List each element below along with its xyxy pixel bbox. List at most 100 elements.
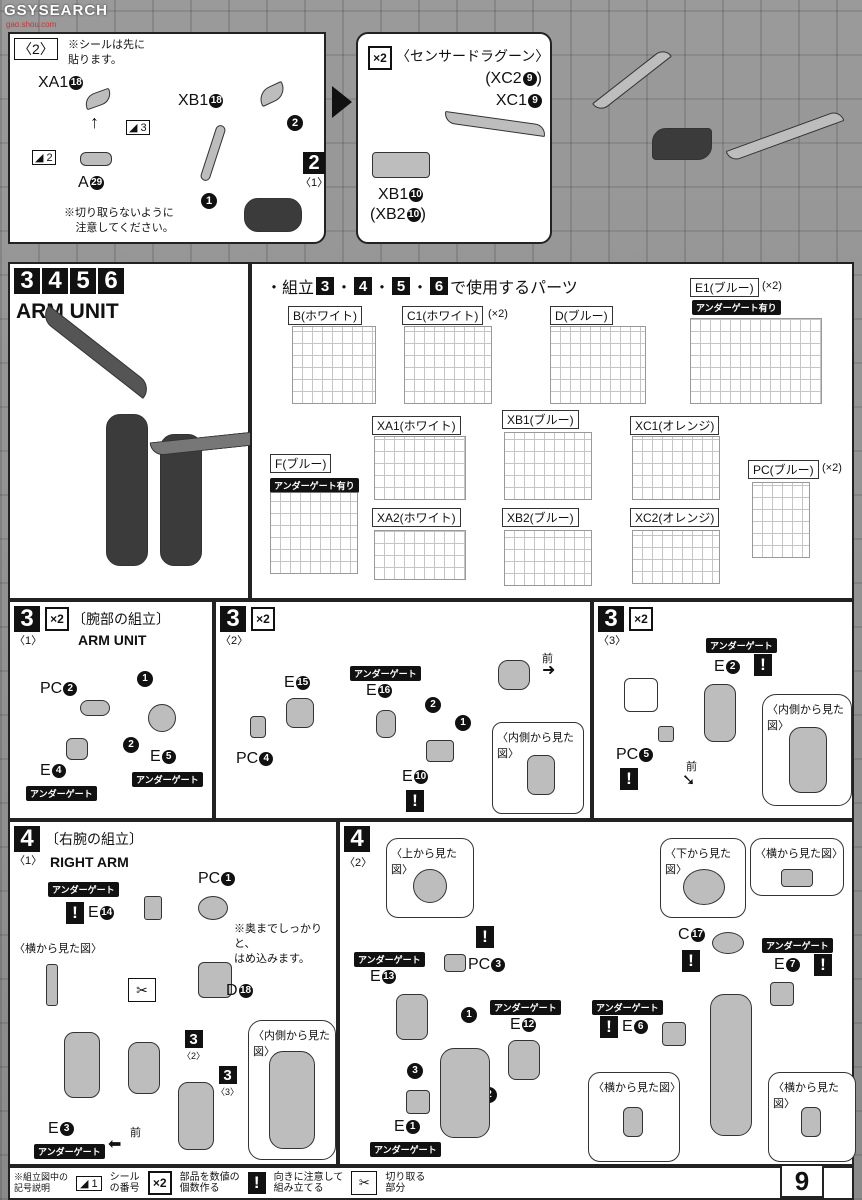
s43-warn-3-text: ! (600, 1016, 618, 1038)
s42-e13-part (396, 994, 428, 1040)
s31-pc-part (80, 700, 110, 716)
s31-x2: ×2 (45, 607, 69, 631)
s33-warn-2-text: ! (620, 768, 638, 790)
s43-side1-part (781, 869, 813, 887)
s41-e14-num: 14 (99, 905, 114, 920)
s33-main-part (704, 684, 736, 742)
part-xa1 (82, 87, 114, 111)
s32-e10-num: 10 (413, 769, 428, 784)
s42-pc-part (444, 954, 466, 972)
sprue-e1-note: アンダーゲート有り (692, 298, 781, 316)
sprue-label-b: B(ホワイト) (288, 306, 362, 325)
sprue-label-c1: C1(ホワイト) (402, 306, 484, 325)
sticker-2-icon: ◢ 2 (32, 150, 56, 165)
s41-title: 〔右腕の組立〕 (45, 831, 143, 847)
s32-arrow-2: 2 (424, 696, 441, 714)
s32-arrow-1: 1 (454, 714, 471, 732)
xa1-number: 18 (69, 75, 84, 90)
xc1-text: XC1 (495, 92, 527, 109)
s32-e16-text: E (366, 682, 377, 699)
sprue-label-xb2: XB2(ブルー) (502, 508, 579, 527)
sprue-f-note: アンダーゲート有り (270, 476, 359, 494)
arrow-2-marker: 2 (286, 114, 303, 132)
arrow-up: ↑ (90, 112, 99, 132)
sprue-xb2 (504, 530, 592, 586)
s32-e16-part (376, 710, 396, 738)
legend-cut-icon: ✂ (351, 1171, 378, 1195)
s41-upper-part (64, 1032, 100, 1098)
part-xc-blade (443, 110, 547, 138)
s43-c-part (712, 932, 744, 954)
xc1-number: 9 (528, 93, 542, 108)
substep-label: 〈2〉 (14, 38, 58, 60)
x2-badge: ×2 (368, 46, 392, 70)
s42-e13-num: 13 (381, 969, 396, 984)
part-xb-body (372, 152, 430, 178)
s33-gate: アンダーゲート (706, 636, 777, 654)
s41-gate-text: アンダーゲート (48, 882, 119, 897)
s43-side-view-1: 〈横から見た図〉 (750, 838, 844, 896)
s41-d-num: 18 (238, 983, 253, 998)
a-number: 29 (89, 175, 104, 190)
s33-e2-num: 2 (725, 659, 740, 674)
legend-warn-icon: ! (247, 1172, 266, 1194)
s41-side-label: 〈横から見た図〉 (14, 943, 102, 955)
s42-header: 4 (344, 825, 372, 852)
s41-sub: 〈1〉 (14, 855, 43, 867)
legend-sticker-num: 1 (91, 1177, 98, 1190)
legend-cut-text: 切り取る 部分 (385, 1172, 426, 1194)
dragoon-body (652, 128, 712, 160)
sticker-note: ※シールは先に 貼ります。 (68, 39, 145, 66)
s32-gate: アンダーゲート (350, 664, 421, 682)
s41-gate: アンダーゲート (48, 880, 119, 898)
s33-front-arrow-icon: ➘ (682, 772, 696, 789)
sprue-label-xa1: XA1(ホワイト) (372, 416, 461, 435)
sprue-f-note-text: アンダーゲート有り (270, 478, 359, 493)
s41-d-text: D (226, 982, 238, 999)
s41-warn-icon: ! (66, 902, 84, 924)
s31-gate-2: アンダーゲート (132, 770, 203, 788)
part-assembly (244, 198, 302, 232)
s41-e14-part (144, 896, 162, 920)
s32-a2: 2 (425, 696, 441, 713)
legend-x2-text: 部品を数値の 個数作る (179, 1172, 240, 1194)
s31-e4-text: E (40, 762, 51, 779)
s33-x2: ×2 (629, 607, 653, 631)
s43-e7-num: 7 (785, 957, 800, 972)
sprue-d (550, 326, 646, 404)
s42-e13-text: E (370, 968, 381, 985)
watermark: GSYSEARCH (4, 2, 109, 19)
s33-pc-detail (624, 678, 658, 712)
xb2r-number: 10 (406, 207, 421, 222)
s43-warn-1-icon: ! (682, 950, 700, 972)
parts-step-4: 4 (354, 277, 373, 295)
s41-pc-text: PC (198, 870, 221, 887)
s42-top-part (413, 869, 447, 903)
s42-e12-num: 12 (521, 1017, 536, 1032)
s31-a1: 1 (137, 670, 153, 687)
sprue-c1 (404, 326, 492, 404)
s31-title: 〔腕部の組立〕 (72, 611, 170, 627)
s33-front: 前 (686, 761, 697, 773)
s41-warn-text: ! (66, 902, 84, 924)
s31-e5-text: E (150, 748, 161, 765)
xb2r-text: (XB2 (370, 206, 406, 223)
s43-e7-text: E (774, 956, 785, 973)
arm-step-3: 3 (14, 267, 40, 294)
parts-heading-pre: ・組立 (266, 280, 315, 297)
sprue-xa2 (374, 530, 466, 580)
sprue-b (292, 326, 376, 404)
